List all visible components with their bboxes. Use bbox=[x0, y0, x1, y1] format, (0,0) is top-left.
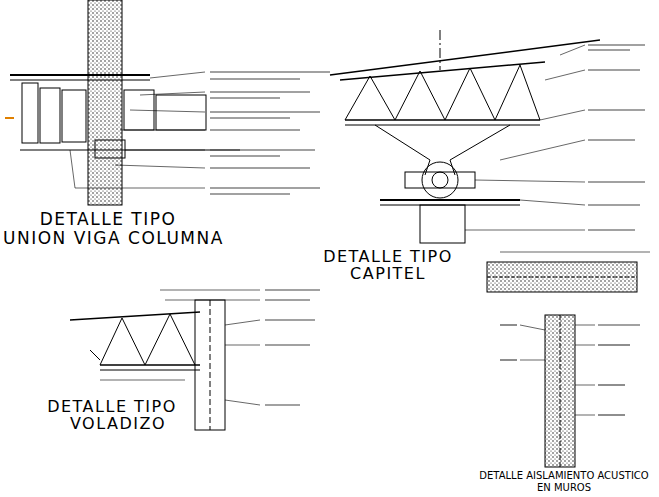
detail-title: VOLADIZO bbox=[70, 416, 166, 432]
detail-title: DETALLE TIPO bbox=[323, 249, 453, 265]
detail-title: DETALLE AISLAMIENTO ACUSTICO bbox=[479, 471, 648, 481]
detail-title: DETALLE TIPO bbox=[40, 211, 177, 228]
detail-title: CAPITEL bbox=[350, 266, 426, 282]
detail-title: EN MUROS bbox=[537, 483, 591, 493]
detail-title: UNION VIGA COLUMNA bbox=[3, 230, 224, 247]
detail-title: DETALLE TIPO bbox=[47, 399, 177, 415]
